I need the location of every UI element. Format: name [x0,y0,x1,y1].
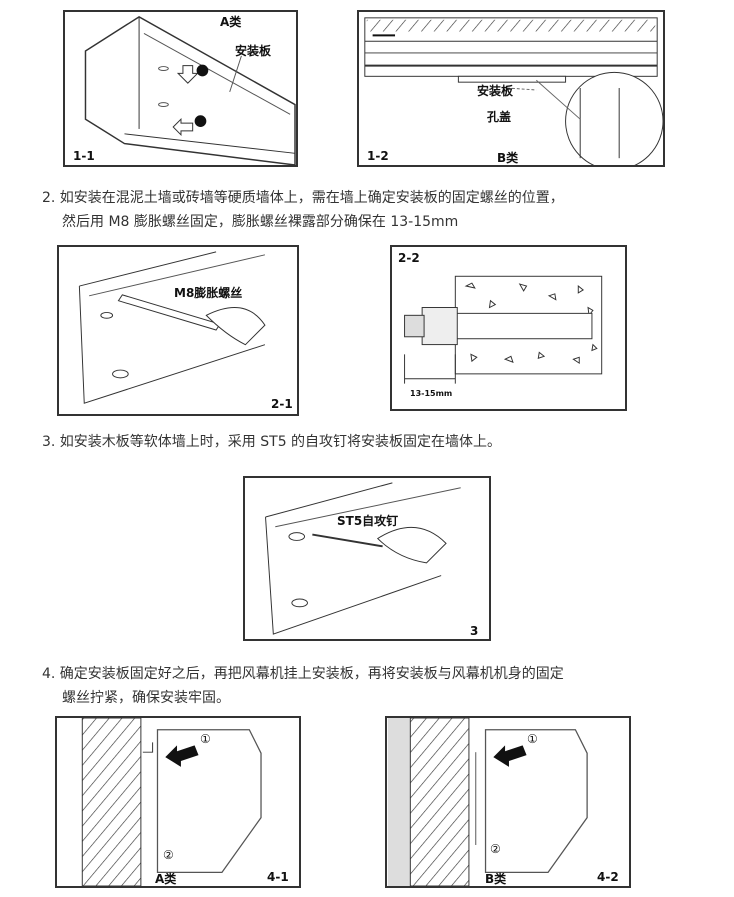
figure-number: 2-1 [271,397,293,411]
type-label: B类 [485,872,507,886]
figure-number: 4-2 [597,870,619,884]
figure-2-2: 2-2 13-15mm [390,245,627,411]
screw-callout: ST5自攻钉 [337,514,399,528]
self-tapping-screw-illustration [265,482,461,635]
exposed-length-dimension: 13-15mm [410,389,453,398]
figure-number: 1-1 [73,149,95,163]
figure-3: ST5自攻钉 3 [243,476,491,641]
mounting-plate-label: 安装板 [477,84,514,98]
side-view-a-illustration [81,718,262,886]
air-curtain-a-illustration [84,16,296,165]
figure-number: 1-2 [367,149,389,163]
figure-1-2: 安装板 孔盖 B类 1-2 [357,10,665,167]
step-4-line-2: 螺丝拧紧，确保安装牢固。 [62,690,230,706]
step-2-line-1: 2. 如安装在混泥土墙或砖墙等硬质墙体上，需在墙上确定安装板的固定螺丝的位置， [42,190,564,206]
figure-1-1: A类 安装板 1-1 [63,10,298,167]
expansion-bolt-callout: M8膨胀螺丝 [174,286,243,300]
figure-4-2: ① ② B类 4-2 [385,716,631,888]
type-label: A类 [155,872,177,886]
mounting-plate-label: 安装板 [235,44,272,58]
figure-2-1: M8膨胀螺丝 2-1 [57,245,299,416]
figure-number: 2-2 [398,251,420,265]
figure-number: 3 [470,624,479,638]
figure-4-1: ① ② A类 4-1 [55,716,301,888]
hole-cover-label: 孔盖 [487,110,512,124]
step-2-text: 2. 如安装在混泥土墙或砖墙等硬质墙体上，需在墙上确定安装板的固定螺丝的位置， … [42,186,564,234]
bolt-in-concrete-illustration [404,275,603,384]
marker-1: ① [527,732,538,746]
side-view-b-illustration [387,718,588,886]
step-4-text: 4. 确定安装板固定好之后，再把风幕机挂上安装板，再将安装板与风幕机机身的固定 … [42,662,564,710]
type-label: A类 [220,15,242,29]
step-2-line-2: 然后用 M8 膨胀螺丝固定，膨胀螺丝裸露部分确保在 13-15mm [62,214,459,230]
marker-2: ② [490,842,501,856]
step-4-line-1: 4. 确定安装板固定好之后，再把风幕机挂上安装板，再将安装板与风幕机机身的固定 [42,666,564,682]
type-label: B类 [497,151,519,165]
marker-2: ② [163,848,174,862]
figure-number: 4-1 [267,870,289,884]
wrench-expansion-bolt-illustration [78,251,266,404]
air-curtain-b-illustration [364,17,663,165]
step-3-line-1: 3. 如安装木板等软体墙上时，采用 ST5 的自攻钉将安装板固定在墙体上。 [42,434,502,450]
step-3-text: 3. 如安装木板等软体墙上时，采用 ST5 的自攻钉将安装板固定在墙体上。 [42,430,501,454]
marker-1: ① [200,732,211,746]
